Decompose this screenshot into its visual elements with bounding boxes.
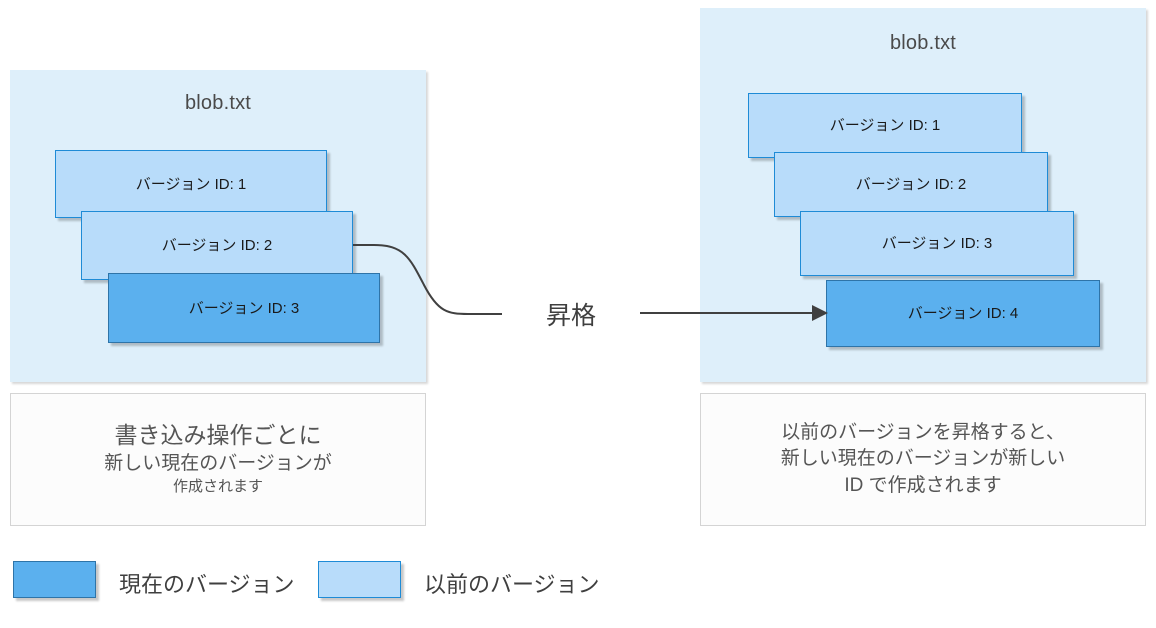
- right-caption-line-3: ID で作成されます: [844, 474, 1002, 496]
- right-panel-title: blob.txt: [889, 32, 957, 54]
- legend-label-current-version: 現在のバージョン: [119, 572, 295, 597]
- right-caption-line-2: 新しい現在のバージョンが新しい: [780, 448, 1066, 470]
- left-caption-line-3: 作成されます: [172, 477, 263, 495]
- left-version-box-3: バージョン ID: 3: [108, 273, 380, 343]
- left-version-box-1: バージョン ID: 1: [55, 150, 327, 218]
- right-caption-box: 以前のバージョンを昇格すると、 新しい現在のバージョンが新しい ID で作成され…: [700, 393, 1146, 526]
- right-version-box-4: バージョン ID: 4: [826, 280, 1100, 347]
- right-version-box-1: バージョン ID: 1: [748, 93, 1022, 158]
- right-caption-line-1: 以前のバージョンを昇格すると、: [781, 421, 1065, 443]
- right-version-label-2: バージョン ID: 2: [855, 176, 967, 193]
- right-version-label-4: バージョン ID: 4: [907, 305, 1019, 322]
- legend-swatch-previous-version: [318, 561, 401, 598]
- right-version-box-2: バージョン ID: 2: [774, 152, 1048, 217]
- right-version-label-3: バージョン ID: 3: [881, 235, 993, 252]
- left-caption-line-2: 新しい現在のバージョンが: [104, 453, 332, 475]
- left-panel-title: blob.txt: [184, 92, 252, 114]
- right-version-box-3: バージョン ID: 3: [800, 211, 1074, 276]
- left-version-box-2: バージョン ID: 2: [81, 211, 353, 280]
- left-blob-panel: blob.txt バージョン ID: 1 バージョン ID: 2 バージョン I…: [10, 70, 426, 382]
- legend-swatch-current-version: [13, 561, 96, 598]
- right-version-label-1: バージョン ID: 1: [829, 117, 941, 134]
- right-blob-panel: blob.txt バージョン ID: 1 バージョン ID: 2 バージョン I…: [700, 8, 1146, 382]
- left-version-label-2: バージョン ID: 2: [161, 237, 273, 254]
- left-version-label-3: バージョン ID: 3: [188, 299, 300, 317]
- legend-label-previous-version: 以前のバージョン: [424, 572, 600, 597]
- left-caption-box: 書き込み操作ごとに 新しい現在のバージョンが 作成されます: [10, 393, 426, 526]
- promotion-label: 昇格: [545, 302, 596, 330]
- left-version-label-1: バージョン ID: 1: [135, 175, 247, 193]
- left-caption-line-1: 書き込み操作ごとに: [114, 422, 322, 449]
